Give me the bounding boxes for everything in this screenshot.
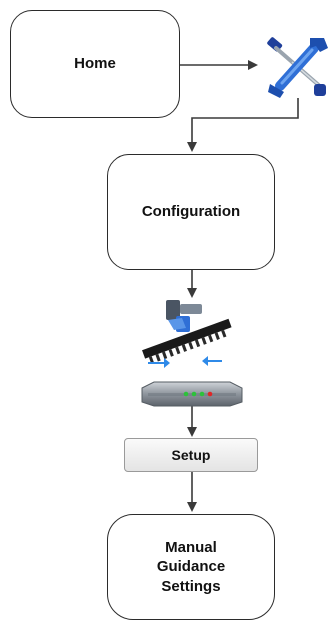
configuration-label: Configuration [141,203,241,221]
tools-icon [267,37,328,98]
manual-guidance-settings-node[interactable]: Manual Guidance Settings [107,514,275,620]
arrow-tools-to-configuration [187,98,299,152]
setup-node[interactable]: Setup [124,438,258,472]
home-label: Home [74,55,116,73]
controller-icon [141,381,243,407]
manual-guidance-settings-label: Manual Guidance Settings [156,538,226,595]
configuration-node[interactable]: Configuration [107,154,275,270]
home-node[interactable]: Home [10,10,180,118]
setup-label: Setup [171,446,211,463]
implement-icon [142,300,232,368]
